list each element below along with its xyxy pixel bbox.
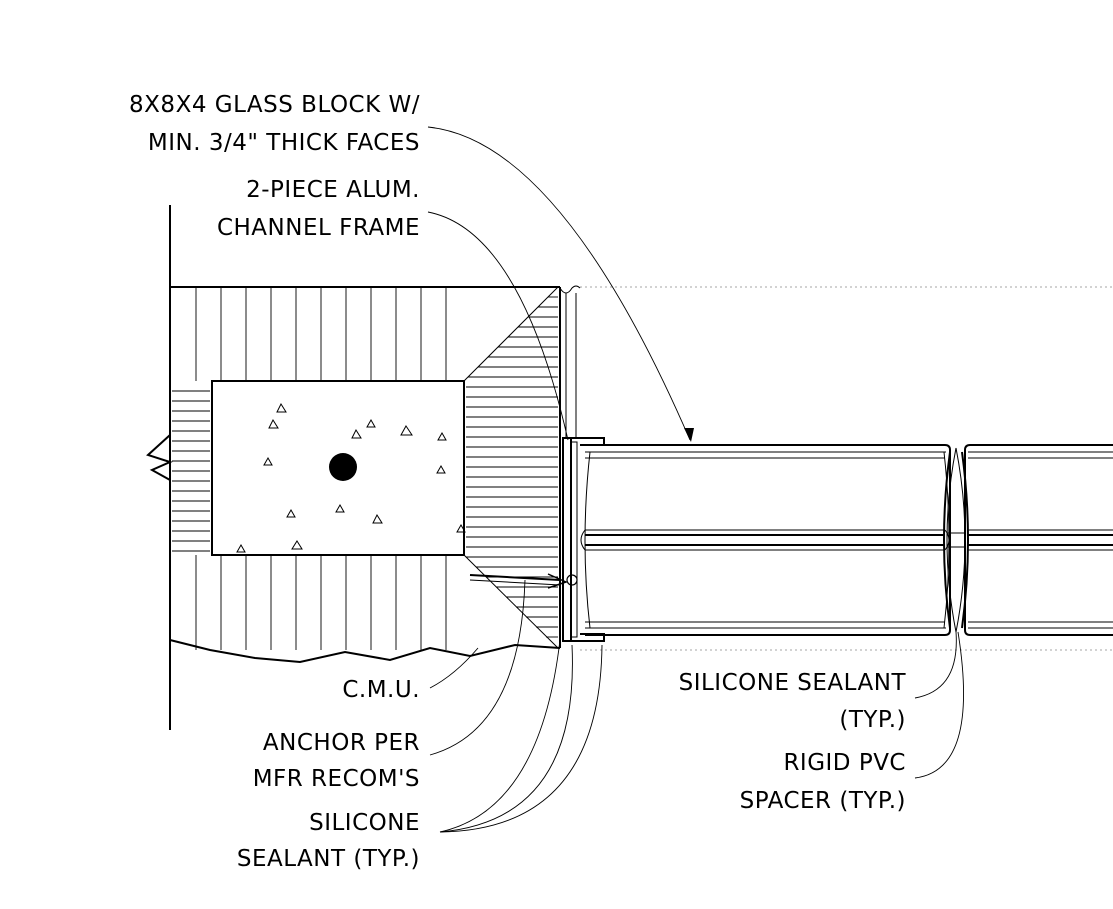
leader-cmu bbox=[429, 647, 479, 689]
leader-spacer bbox=[914, 631, 964, 779]
label-sealant-right-line1: SILICONE SEALANT bbox=[679, 670, 907, 696]
leader-sealant-left-a bbox=[439, 639, 561, 833]
leader-sealant-left-b bbox=[439, 644, 573, 833]
cmu-hatch-bottom bbox=[195, 555, 447, 650]
cmu-wall bbox=[146, 205, 578, 730]
label-channel-line2: CHANNEL FRAME bbox=[217, 215, 420, 241]
label-sealant-right-line2: (TYP.) bbox=[839, 707, 906, 733]
leader-lines bbox=[427, 126, 964, 833]
leader-sealant-left-c bbox=[439, 644, 603, 833]
glass-block-2 bbox=[964, 444, 1113, 636]
label-anchor-line1: ANCHOR PER bbox=[263, 730, 420, 756]
glass-block bbox=[580, 444, 951, 636]
label-spacer-line1: RIGID PVC bbox=[783, 750, 906, 776]
annotation-labels: 8X8X4 GLASS BLOCK W/ MIN. 3/4" THICK FAC… bbox=[129, 92, 906, 872]
label-cmu: C.M.U. bbox=[342, 677, 420, 703]
label-glass-block-line2: MIN. 3/4" THICK FACES bbox=[148, 130, 420, 156]
leader-anchor bbox=[429, 579, 526, 756]
leader-channel-frame bbox=[427, 211, 569, 441]
label-spacer-line2: SPACER (TYP.) bbox=[740, 788, 906, 814]
alum-channel-frame bbox=[559, 285, 605, 642]
label-sealant-left-line1: SILICONE bbox=[309, 810, 420, 836]
leader-sealant-right bbox=[914, 631, 957, 699]
cmu-hatch-side bbox=[172, 296, 558, 638]
label-channel-line1: 2-PIECE ALUM. bbox=[246, 177, 420, 203]
rebar bbox=[329, 453, 357, 481]
grout-aggregate bbox=[236, 402, 466, 553]
label-sealant-left-line2: SEALANT (TYP.) bbox=[237, 846, 420, 872]
cmu-hatch-top bbox=[195, 287, 447, 381]
label-glass-block-line1: 8X8X4 GLASS BLOCK W/ bbox=[129, 92, 420, 118]
label-anchor-line2: MFR RECOM'S bbox=[253, 766, 420, 792]
leader-glass-block bbox=[427, 126, 691, 441]
